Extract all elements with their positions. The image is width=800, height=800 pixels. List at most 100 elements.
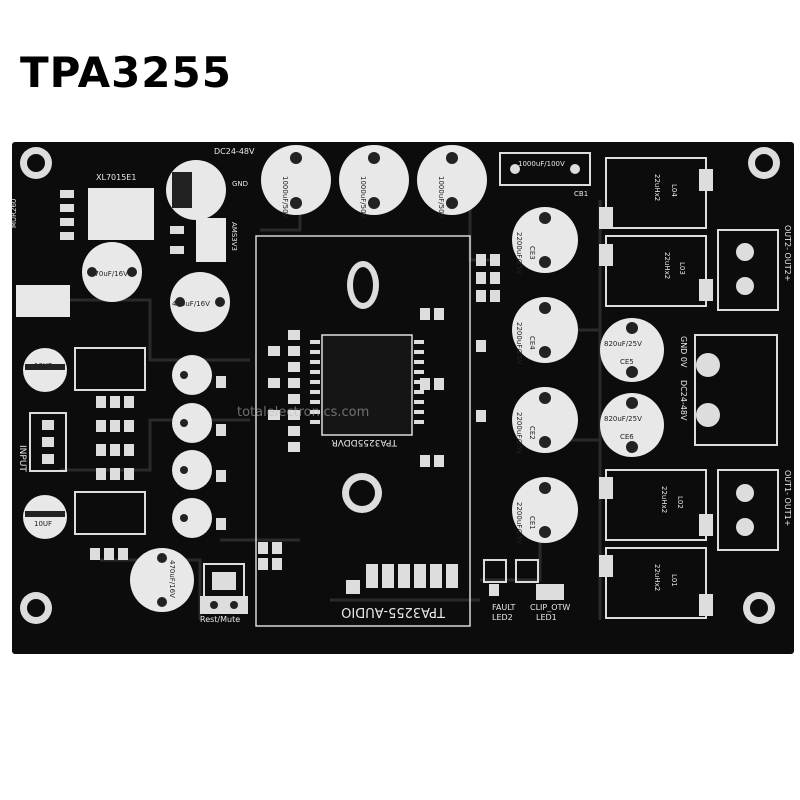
- gnd-side-label: GND 0V: [679, 336, 688, 368]
- ce1-label: CE1: [528, 516, 536, 530]
- led1: [515, 559, 564, 600]
- mounting-hole: [748, 147, 780, 179]
- cap-10uf-bottom-value: 10UF: [34, 520, 52, 528]
- l04-label: L04: [670, 184, 678, 197]
- reset-header: [200, 596, 248, 614]
- capacitor-560uf: [166, 160, 226, 220]
- out2-label: OUT2- OUT2+: [783, 225, 792, 281]
- capacitor-ce3: [512, 207, 578, 273]
- capacitor-ce9: [261, 145, 331, 215]
- heatsink-mount-bottom: [342, 473, 382, 513]
- terminal-power: [694, 334, 778, 446]
- ce4-label: CE4: [528, 336, 536, 350]
- reset-switch: [203, 563, 245, 599]
- ce9-value: 1000uF/50V: [281, 176, 289, 219]
- ams-regulator: [170, 218, 226, 262]
- gnd-label: GND: [232, 180, 248, 188]
- capacitor-ce6: [600, 393, 664, 457]
- cap-560-value: 560uF/100V: [196, 176, 204, 219]
- capacitor-ce7: [417, 145, 487, 215]
- ce8-label: CE8: [342, 165, 351, 181]
- capacitor-ce4: [512, 297, 578, 363]
- terminal-out2: [717, 229, 779, 311]
- ce6-value: 820uF/25V: [604, 415, 642, 423]
- input-cap-1: [172, 355, 212, 395]
- input-cap-3: [172, 450, 212, 490]
- capacitor-ce18: [170, 272, 230, 332]
- capacitor-ce8: [339, 145, 409, 215]
- tpa3255-chip: [310, 334, 424, 436]
- diode-label: MUR260: [10, 199, 18, 228]
- ce3-label: CE3: [528, 246, 536, 260]
- capacitor-ce11: [130, 548, 194, 612]
- reset-label: Rest/Mute: [200, 615, 240, 624]
- out1-label: OUT1- OUT1+: [783, 470, 792, 526]
- power-top-label: DC24-48V: [214, 147, 255, 156]
- l03-label: L03: [678, 262, 686, 275]
- chip-area-outline: [255, 235, 471, 627]
- resistor-row-bottom: [346, 564, 458, 594]
- opamp-top: [74, 347, 146, 391]
- inductor-l04: [599, 157, 713, 229]
- input-cap-2: [172, 403, 212, 443]
- board-name-label: TPA3255-AUDIO: [341, 604, 446, 619]
- regulator-label: XL7015E1: [96, 173, 136, 182]
- cb1-label: CB1: [574, 190, 588, 198]
- input-label: INPUT: [17, 445, 27, 472]
- l02-value: 22uHx2: [660, 486, 668, 513]
- ce3-value: 2200uF/25V: [515, 232, 523, 275]
- inductor-47uh: [16, 285, 70, 317]
- l02-label: L02: [676, 496, 684, 509]
- capacitor-10uf-top: [23, 348, 67, 392]
- ce10-value: 470uF/16V: [90, 270, 128, 278]
- capacitor-ce1: [512, 477, 578, 543]
- ams-label: AMS3V3: [230, 222, 238, 251]
- mounting-hole: [20, 147, 52, 179]
- capacitor-ce5: [600, 318, 664, 382]
- page-title: TPA3255: [20, 48, 232, 97]
- ce6-label: CE6: [620, 433, 634, 441]
- ce7-label: CE7: [420, 165, 429, 181]
- capacitor-10uf-bottom: [23, 495, 67, 539]
- power-right-label: DC24-48V: [679, 380, 688, 421]
- website-watermark: totalelectronics.com: [237, 405, 369, 420]
- clip-led-label: LED1: [536, 613, 557, 622]
- input-cap-4: [172, 498, 212, 538]
- fault-label: FAULT: [492, 603, 516, 612]
- smd-pads-input: [90, 376, 282, 570]
- mounting-hole: [743, 592, 775, 624]
- terminal-out1: [717, 469, 779, 551]
- heatsink-mount-top: [347, 261, 379, 309]
- capacitor-ce10: [82, 242, 142, 302]
- regulator-ic: [60, 188, 154, 240]
- inductor-l03: [599, 235, 713, 307]
- smd-pads-right: [420, 254, 500, 467]
- capacitor-ce2: [512, 387, 578, 453]
- ce4-value: 2200uF/25V: [515, 322, 523, 365]
- clip-label: CLIP_OTW: [530, 603, 570, 612]
- l03-value: 22uHx2: [663, 252, 671, 279]
- ce2-value: 2200uF/25V: [515, 412, 523, 455]
- ce5-label: CE5: [620, 358, 634, 366]
- ce8-value: 1000uF/50V: [359, 176, 367, 219]
- l04-value: 22uHx2: [653, 174, 661, 201]
- opamp-bottom: [74, 491, 146, 535]
- ce9-label: CE9: [264, 165, 273, 181]
- film-capacitor-cb1: [499, 152, 591, 186]
- mounting-hole: [20, 592, 52, 624]
- l01-label: L01: [670, 574, 678, 587]
- terminal-input: [29, 412, 67, 472]
- smd-pads-left: [268, 330, 300, 452]
- film-cap-value: 1000uF/100V: [518, 160, 565, 168]
- inductor-l01: [599, 547, 713, 619]
- ce11-value: 470uF/16V: [168, 560, 176, 598]
- ce7-value: 1000uF/50V: [437, 176, 445, 219]
- ce2-label: CE2: [528, 426, 536, 440]
- led2: [483, 559, 507, 596]
- cap-10uf-top-value: 10UF: [34, 362, 52, 370]
- inductor-l02: [599, 469, 713, 541]
- ce5-value: 820uF/25V: [604, 340, 642, 348]
- ce1-value: 2200uF/25V: [515, 502, 523, 545]
- chip-label: TPA3255DDVR: [331, 437, 398, 447]
